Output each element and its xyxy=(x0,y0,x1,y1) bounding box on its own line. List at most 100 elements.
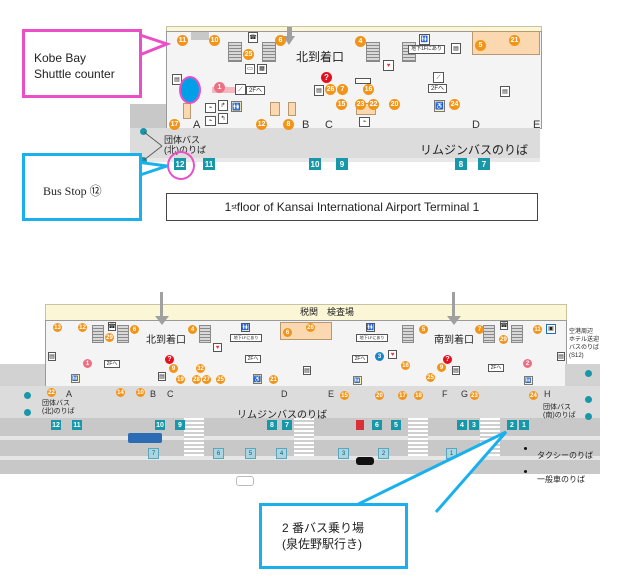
bus-pole-icon xyxy=(585,396,592,403)
restroom-icon: 🚻 xyxy=(231,101,242,112)
bottom-right-entry xyxy=(565,364,600,386)
stairs xyxy=(366,42,380,62)
facility-21: 21 xyxy=(269,375,278,384)
atm-icon: ♥ xyxy=(388,350,397,359)
facility-8: 8 xyxy=(283,119,294,130)
facility-2: 2 xyxy=(523,359,532,368)
gate-d: D xyxy=(472,119,480,131)
facility-1: 1 xyxy=(83,359,92,368)
lane-stop-5[interactable]: 5 xyxy=(245,448,256,459)
information-icon-south: ? xyxy=(443,355,452,364)
information-icon: ? xyxy=(321,72,332,83)
facility-15: 15 xyxy=(340,391,349,400)
gate-c: C xyxy=(167,389,174,399)
pc-icon: ▭ xyxy=(245,64,255,74)
lane-stop-2[interactable]: 2 xyxy=(378,448,389,459)
kobe-bay-counter-marker[interactable] xyxy=(179,76,201,104)
bus-stop-9[interactable]: 9 xyxy=(336,158,348,170)
bus-stop-11[interactable]: 11 xyxy=(72,420,82,430)
gate-b: B xyxy=(302,119,310,131)
bus-stop-4[interactable]: 4 xyxy=(457,420,467,430)
group-bus-south-label: 団体バス(南)のりば xyxy=(543,404,576,419)
facility-24-south: 24 xyxy=(529,391,538,400)
atm-icon: ♥ xyxy=(383,60,394,71)
basement-toilet-sign: 地下1Fにあり xyxy=(356,334,388,342)
facility-11-south: 11 xyxy=(533,325,542,334)
facility-26-center: 26 xyxy=(306,323,315,332)
limousine-bus-label: リムジンバスのりば xyxy=(237,410,327,421)
facility-7: 7 xyxy=(337,84,348,95)
bus-stop-3[interactable]: 3 xyxy=(469,420,479,430)
gate-e: E xyxy=(533,119,541,131)
facility-16: 16 xyxy=(363,84,374,95)
bus-stop-12[interactable]: 12 xyxy=(51,420,61,430)
taxi-pointer-dot xyxy=(524,447,527,450)
lane-stop-3[interactable]: 3 xyxy=(338,448,349,459)
basement-toilet-sign: 地下1Fにあり xyxy=(230,334,262,342)
bus-stop-11[interactable]: 11 xyxy=(203,158,215,170)
restroom-icon: 🚻 xyxy=(241,323,250,332)
general-car-label: 一般車のりば xyxy=(537,475,585,484)
bus-stop-8[interactable]: 8 xyxy=(267,420,277,430)
facility-32: 32 xyxy=(196,364,205,373)
facility-25-south: 25 xyxy=(426,373,435,382)
bus-stop-label: Bus Stop ⑫ xyxy=(43,184,102,198)
bus-stop-2-callout-pointer xyxy=(341,430,508,514)
facility-16: 16 xyxy=(401,361,410,370)
bus-stop-5[interactable]: 5 xyxy=(391,420,401,430)
escalator-2f-sign: 2Fへ xyxy=(352,355,368,363)
facility-9: 9 xyxy=(169,364,178,373)
bus-pole-icon xyxy=(585,370,592,377)
escalator-2f-sign: 2Fへ xyxy=(488,364,504,372)
facility-3: 3 xyxy=(375,352,384,361)
customs-label: 税関 検査場 xyxy=(300,307,355,317)
gate-c: C xyxy=(325,119,333,131)
lane-stop-7[interactable]: 7 xyxy=(148,448,159,459)
kobe-bay-label-line1: Kobe Bay xyxy=(34,51,87,65)
gate-g: G xyxy=(461,389,469,399)
crosswalk xyxy=(184,418,204,456)
gate-a: A xyxy=(66,389,73,399)
top-sidewalk xyxy=(130,128,540,158)
smoking-icon: ⌁ xyxy=(205,116,216,126)
facility-14: 14 xyxy=(116,388,125,397)
bus-stop-7[interactable]: 7 xyxy=(282,420,292,430)
car-icon xyxy=(236,476,254,486)
bus-stop-10[interactable]: 10 xyxy=(309,158,321,170)
ticket-machine-icon: ▤ xyxy=(451,43,461,54)
bus-stop-12-highlight xyxy=(167,151,195,180)
bus-pole-icon xyxy=(140,157,147,164)
group-bus-pointer-lines xyxy=(143,131,163,161)
lane-stop-4[interactable]: 4 xyxy=(276,448,287,459)
bus-stop-1[interactable]: 1 xyxy=(519,420,529,430)
gate-f: F xyxy=(442,389,448,399)
bus-stop-7[interactable]: 7 xyxy=(478,158,490,170)
limousine-bus-label: リムジンバスのりば xyxy=(420,143,529,157)
facility-9-south: 9 xyxy=(437,363,446,372)
bus-stop-9[interactable]: 9 xyxy=(175,420,185,430)
basement-toilet-sign: 地下1Fにあり xyxy=(408,45,445,54)
hotel-shuttle-label: 空港周辺ホテル送迎バスのりば(S12) xyxy=(569,329,600,359)
bus-stop-6[interactable]: 6 xyxy=(372,420,382,430)
group-bus-north-label: 団体バス(北)のりば xyxy=(42,400,75,415)
facility-17: 17 xyxy=(169,119,180,130)
facility-7-south: 7 xyxy=(475,325,484,334)
stairs xyxy=(228,42,242,62)
crosswalk xyxy=(408,418,428,456)
bus-stop-callout-tail xyxy=(136,160,168,178)
bus-stop-10[interactable]: 10 xyxy=(155,420,165,430)
bus-stop-2-label-line2: (泉佐野駅行き) xyxy=(282,537,362,551)
bus-stop-2-label-line1: 2 番バス乗り場 xyxy=(282,521,365,535)
phone-icon: ☎ xyxy=(108,322,116,331)
bus-pole-icon xyxy=(24,409,31,416)
facility-12: 12 xyxy=(78,323,87,332)
facility-22: 22 xyxy=(47,388,56,397)
facility-5: 5 xyxy=(475,40,486,51)
bus-stop-2[interactable]: 2 xyxy=(507,420,517,430)
stairs xyxy=(117,325,129,343)
lane-stop-6[interactable]: 6 xyxy=(213,448,224,459)
ticket-machine-icon: ▤ xyxy=(158,372,166,381)
facility-12: 12 xyxy=(256,119,267,130)
bus-stop-8[interactable]: 8 xyxy=(455,158,467,170)
